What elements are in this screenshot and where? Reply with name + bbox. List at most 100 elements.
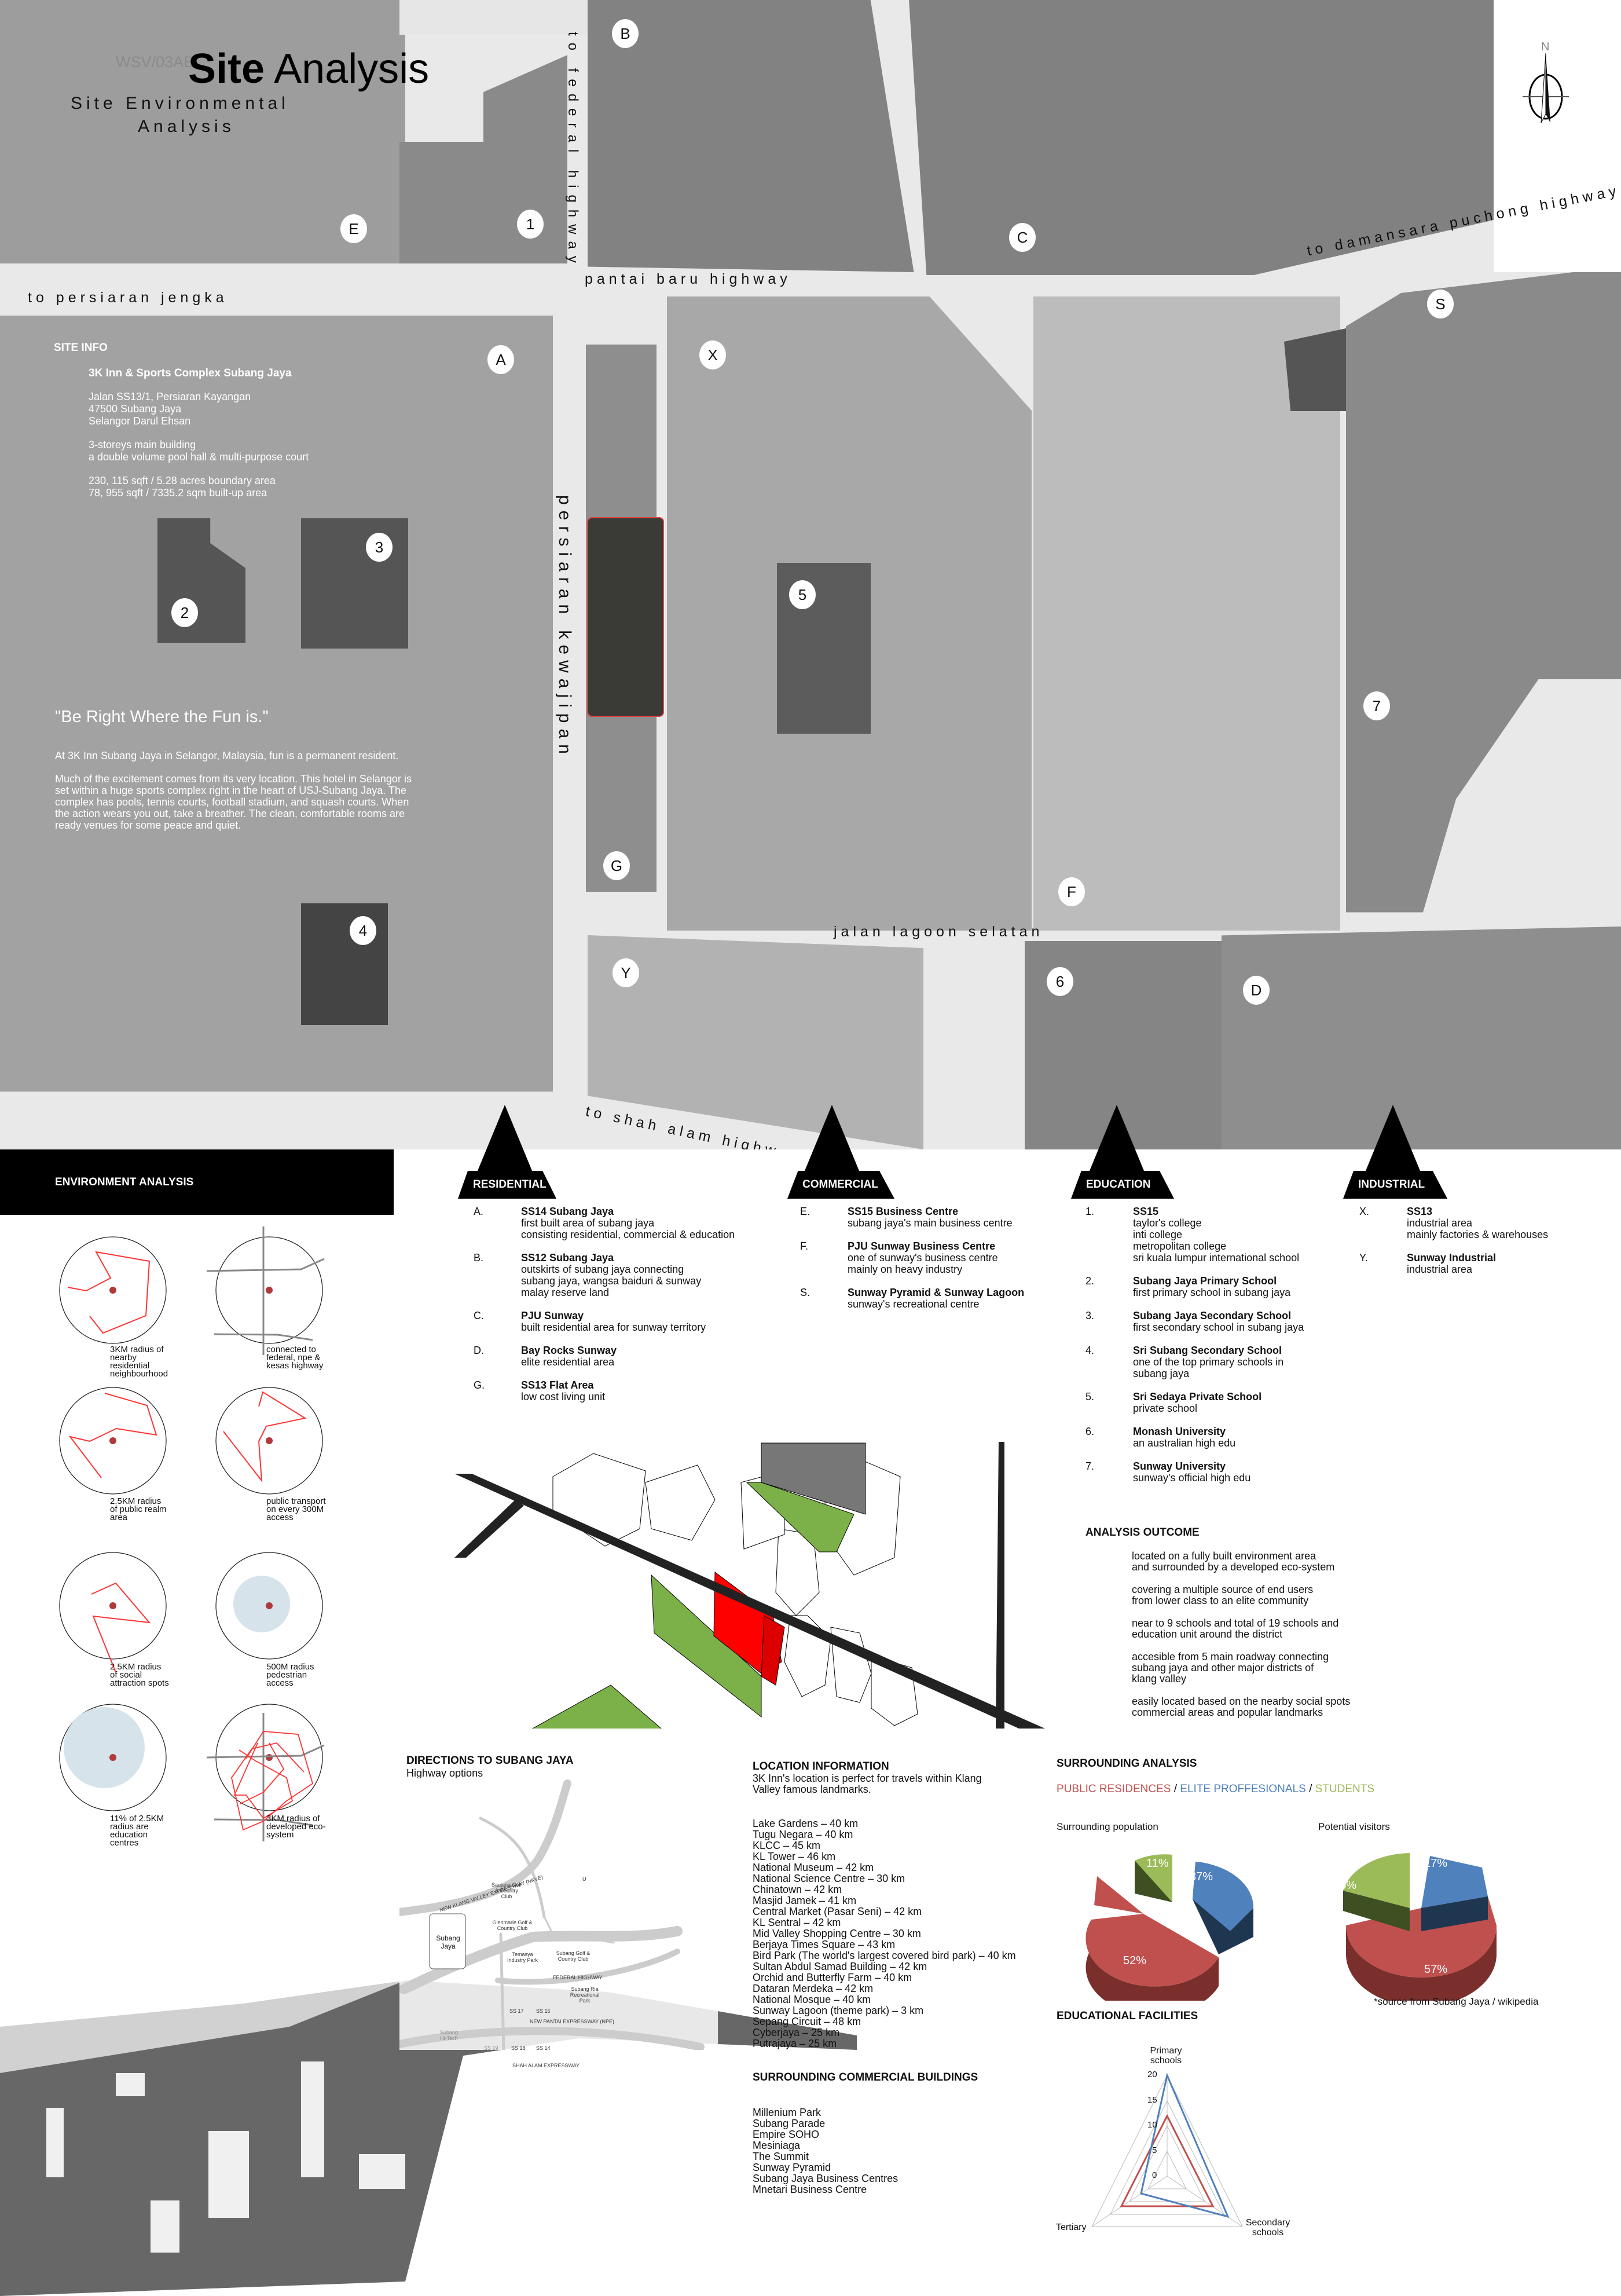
map-label-ss14: SS 14 <box>536 2045 551 2051</box>
item-key: A. <box>474 1206 484 1217</box>
env-caption: 3KM radius of developed eco-system <box>266 1814 326 1840</box>
map-north-label: U <box>582 1876 586 1882</box>
env-caption: public transport on every 300M access <box>266 1496 326 1522</box>
marker-a[interactable]: A <box>487 345 514 374</box>
address-line: 47500 Subang Jaya <box>89 403 182 415</box>
address-line: Jalan SS13/1, Persiaran Kayangan <box>89 391 251 402</box>
map-block-4 <box>301 903 388 1025</box>
item-key: Y. <box>1359 1252 1368 1264</box>
landmark-item: Masjid Jamek – 41 km <box>753 1895 857 1906</box>
commercial-building-item: Mnetari Business Centre <box>753 2184 867 2195</box>
item-title: Subang Jaya Secondary School <box>1133 1310 1292 1321</box>
landmark-item: Sepang Circuit – 48 km <box>753 2016 861 2027</box>
landmark-item: KL Sentral – 42 km <box>753 1917 841 1928</box>
marker-g[interactable]: G <box>603 851 630 880</box>
item-key: D. <box>474 1345 484 1356</box>
pie1-title: Surrounding population <box>1057 1821 1158 1832</box>
map-block <box>483 55 567 148</box>
map-label-subang-ria: Subang Ria Recreational Park <box>570 1986 600 2004</box>
landmark-item: Tugu Negara – 40 km <box>753 1829 853 1840</box>
item-title: Sunway Pyramid & Sunway Lagoon <box>848 1287 1025 1298</box>
marker-y[interactable]: Y <box>613 958 639 987</box>
site-area: 230, 115 sqft / 5.28 acres boundary area… <box>89 475 413 499</box>
map-label-subang-golf: Subang Golf & Country Club <box>556 1950 591 1962</box>
env-cell-6: 500M radius pedestrian access <box>211 1661 327 1687</box>
landmark-item: Lake Gardens – 40 km <box>753 1818 859 1829</box>
marker-7[interactable]: 7 <box>1363 691 1390 720</box>
map-label-ss18: SS 18 <box>511 2045 526 2051</box>
item-desc: first secondary school in subang jaya <box>1133 1321 1304 1333</box>
marker-2[interactable]: 2 <box>171 598 198 627</box>
marker-d[interactable]: D <box>1243 976 1270 1005</box>
commercial-building-item: Millenium Park <box>753 2107 821 2118</box>
tab-residential: RESIDENTIAL <box>458 1171 556 1199</box>
env-caption: 3KM radius of nearby residential neighbo… <box>110 1345 168 1379</box>
landmark-item: National Science Centre – 30 km <box>753 1873 905 1884</box>
directions-subheading: Highway options <box>406 1767 483 1779</box>
item-desc: one of the top primary schools in subang… <box>1133 1356 1284 1379</box>
directions-heading: DIRECTIONS TO SUBANG JAYA <box>406 1755 574 1767</box>
about-section: "Be Right Where the Fun is." At 3K Inn S… <box>55 708 414 843</box>
massing-model-icon <box>454 1442 1045 1729</box>
item-key: E. <box>800 1206 810 1217</box>
marker-5[interactable]: 5 <box>789 580 816 609</box>
tab-commercial: COMMERCIAL <box>787 1171 894 1199</box>
marker-6[interactable]: 6 <box>1047 967 1073 996</box>
landmark-item: National Mosque – 40 km <box>753 1994 871 2005</box>
pie2-label-public: 57% <box>1424 1963 1448 1976</box>
landmark-item: National Museum – 42 km <box>753 1862 874 1873</box>
marker-x[interactable]: X <box>699 340 726 369</box>
marker-4[interactable]: 4 <box>350 916 376 945</box>
item-title: Monash University <box>1133 1426 1226 1437</box>
radar-axis-primary: Primary schools <box>1150 2046 1182 2066</box>
environment-analysis-heading: ENVIRONMENT ANALYSIS <box>0 1149 394 1215</box>
item-desc: an australian high edu <box>1133 1437 1236 1449</box>
site-info: SITE INFO 3K Inn & Sports Complex Subang… <box>54 342 413 511</box>
outcome-point: covering a multiple source of end users … <box>1132 1584 1314 1606</box>
landmark-item: Cyberjaya – 25 km <box>753 2027 840 2038</box>
item-title: SS12 Subang Jaya <box>521 1252 614 1264</box>
map-label-subang-jaya: Subang Jaya <box>436 1934 460 1950</box>
marker-f[interactable]: F <box>1058 877 1085 906</box>
marker-e[interactable]: E <box>340 214 367 243</box>
env-cell-1: 3KM radius of nearby residential neighbo… <box>55 1343 171 1378</box>
marker-s[interactable]: S <box>1427 290 1454 318</box>
marker-1[interactable]: 1 <box>517 210 544 239</box>
radar-tick-20: 20 <box>1147 2070 1157 2079</box>
item-desc: first primary school in subang jaya <box>1133 1287 1291 1298</box>
item-title: SS13 Flat Area <box>521 1379 594 1391</box>
about-para-2: Much of the excitement comes from its ve… <box>55 773 412 831</box>
map-label-glenmarie: Glenmarie Golf & Country Club <box>492 1920 533 1931</box>
marker-b[interactable]: B <box>612 19 639 48</box>
item-desc: first built area of subang jaya consisti… <box>521 1217 735 1240</box>
marker-c[interactable]: C <box>1009 223 1036 252</box>
landmark-item: Dataran Merdeka – 42 km <box>753 1983 874 1994</box>
edu-facilities-heading: EDUCATIONAL FACILITIES <box>1057 2010 1198 2022</box>
landmark-item: Mid Valley Shopping Centre – 30 km <box>753 1928 921 1939</box>
map-block <box>399 0 602 35</box>
commercial-building-item: Sunway Pyramid <box>753 2162 831 2173</box>
site-map: WSV/03AB Site Analysis Site Environmenta… <box>0 0 1621 1149</box>
item-title: Sri Subang Secondary School <box>1133 1345 1282 1356</box>
outcome-point: located on a fully built environment are… <box>1132 1550 1335 1573</box>
landmark-item: Chinatown – 42 km <box>753 1884 842 1895</box>
map-label-hitech: Subang Hi-Tech <box>440 2030 459 2041</box>
chart-source: *source from Subang Jaya / wikipedia <box>1374 1996 1539 2007</box>
map-label-ss17: SS 17 <box>509 2008 524 2014</box>
marker-3[interactable]: 3 <box>366 533 393 562</box>
site-building: 3-storeys main building a double volume … <box>89 439 413 463</box>
